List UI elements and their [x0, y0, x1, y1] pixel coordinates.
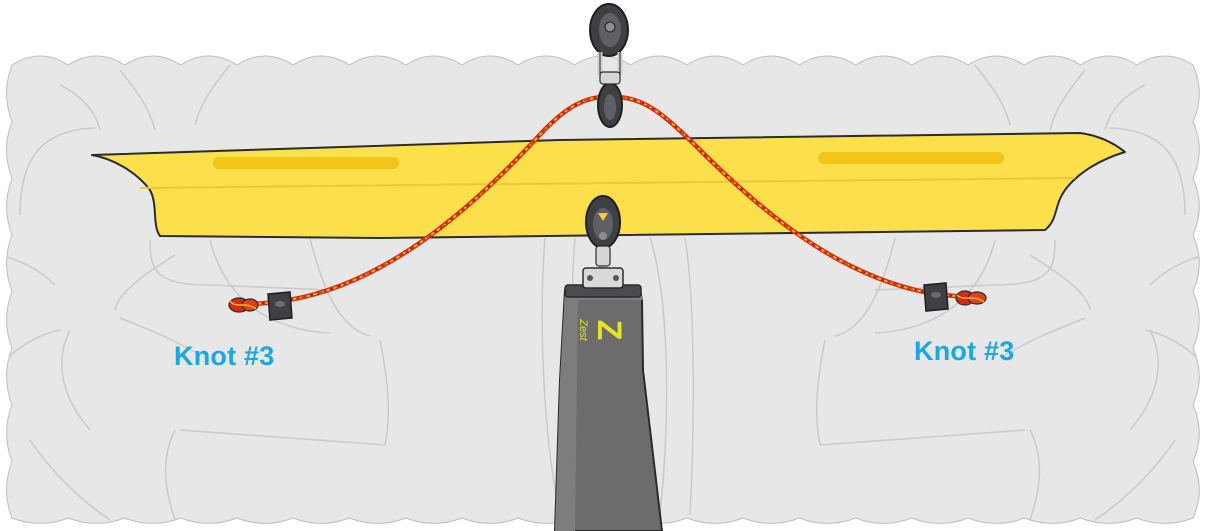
- rudder-logo: Z Zest: [577, 318, 628, 341]
- rudder-logo-text: Zest: [577, 318, 589, 341]
- rope-cleat-icon: [924, 283, 948, 311]
- figure-eight-knot-icon: [229, 298, 258, 312]
- rope-cleat-icon: [268, 292, 292, 320]
- rudder-logo-mark: Z: [590, 320, 628, 341]
- traveller-highlight-right: [818, 152, 1004, 164]
- figure-eight-knot-icon: [956, 291, 986, 305]
- knot-label-right: Knot #3: [914, 336, 1014, 367]
- traveller-highlight-left: [213, 157, 399, 169]
- knot-label-left: Knot #3: [174, 341, 274, 372]
